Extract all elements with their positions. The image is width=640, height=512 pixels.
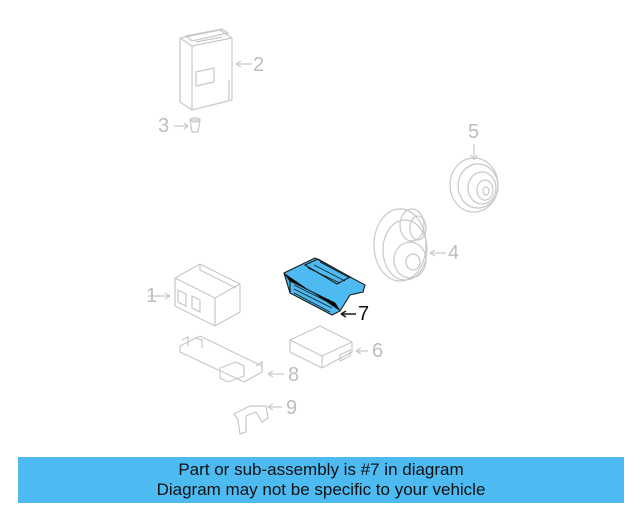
callout-9[interactable]: 9 (286, 397, 298, 419)
part-8-mounting-bracket[interactable] (179, 335, 284, 383)
callout-2[interactable]: 2 (253, 54, 265, 76)
part-1-module-box[interactable] (148, 263, 241, 327)
callout-3[interactable]: 3 (158, 115, 170, 137)
part-3-clip[interactable] (174, 117, 201, 133)
callout-1[interactable]: 1 (146, 285, 158, 307)
banner-line-2: Diagram may not be specific to your vehi… (156, 480, 486, 499)
callout-8[interactable]: 8 (288, 364, 300, 386)
part-2-control-unit[interactable] (179, 28, 252, 111)
part-7-highlighted-unit[interactable] (283, 257, 366, 318)
info-banner: Part or sub-assembly is #7 in diagram Di… (18, 457, 624, 503)
part-6-module-flat[interactable] (289, 325, 368, 369)
callout-4[interactable]: 4 (448, 242, 460, 264)
banner-line-1: Part or sub-assembly is #7 in diagram (178, 460, 464, 479)
callout-6[interactable]: 6 (372, 340, 384, 362)
part-5-speaker-small[interactable] (449, 144, 499, 213)
callout-7[interactable]: 7 (358, 303, 370, 325)
callout-5[interactable]: 5 (468, 121, 480, 143)
parts-diagram (148, 28, 499, 435)
part-4-speaker-large[interactable] (373, 208, 446, 282)
part-9-small-bracket[interactable] (233, 403, 282, 435)
